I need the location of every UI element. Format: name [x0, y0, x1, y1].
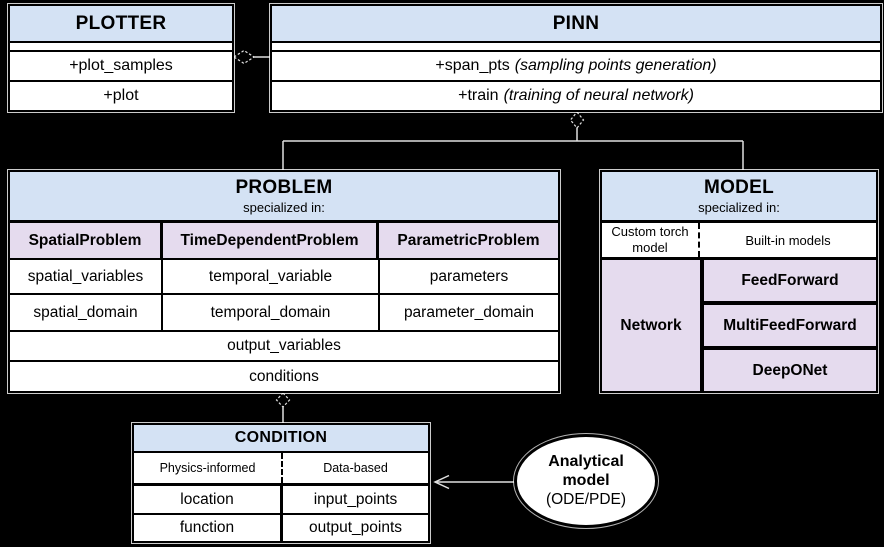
condition-category-row: Physics-informed Data-based	[134, 453, 428, 486]
attr-temporal-variable: temporal_variable	[163, 260, 380, 293]
problem-class-box: PROBLEM specialized in: SpatialProblem T…	[8, 170, 560, 393]
pinn-method-name: +span_pts	[435, 57, 510, 74]
pinn-class-box: PINN +span_pts (sampling points generati…	[270, 4, 882, 112]
pinn-method-note: (training of neural network)	[503, 87, 694, 104]
aggregation-diamond-pinn	[569, 111, 585, 129]
aggregation-diamond-problem	[275, 392, 291, 408]
category-custom-torch-model: Custom torch model	[602, 223, 700, 257]
problem-attr-row: spatial_variables temporal_variable para…	[10, 260, 558, 295]
attr-output-variables: output_variables	[10, 332, 558, 362]
subclass-spatial-problem: SpatialProblem	[10, 223, 163, 258]
analytical-model-line: model	[562, 471, 610, 489]
builtin-models-column: FeedForward MultiFeedForward DeepONet	[704, 260, 876, 391]
subclass-time-dependent-problem: TimeDependentProblem	[163, 223, 379, 258]
attr-spatial-domain: spatial_domain	[10, 295, 163, 330]
attr-spatial-variables: spatial_variables	[10, 260, 163, 293]
model-implementations: Network FeedForward MultiFeedForward Dee…	[602, 260, 876, 391]
model-subtitle: specialized in:	[698, 200, 780, 215]
plotter-title: PLOTTER	[10, 6, 232, 43]
pinn-title: PINN	[272, 6, 880, 43]
impl-deeponet: DeepONet	[704, 350, 876, 391]
condition-class-box: CONDITION Physics-informed Data-based lo…	[132, 423, 430, 543]
problem-header: PROBLEM specialized in:	[10, 172, 558, 223]
plotter-class-box: PLOTTER +plot_samples +plot	[8, 4, 234, 112]
problem-attr-row: spatial_domain temporal_domain parameter…	[10, 295, 558, 332]
pinn-method-note: (sampling points generation)	[514, 57, 717, 74]
model-title: MODEL	[703, 177, 775, 198]
pinn-method-row: +span_pts (sampling points generation)	[272, 52, 880, 82]
plotter-empty-compartment	[10, 43, 232, 52]
plotter-method-row: +plot_samples	[10, 52, 232, 82]
condition-attr-row: location input_points	[134, 486, 428, 515]
pinn-empty-compartment	[272, 43, 880, 52]
attr-function: function	[134, 515, 283, 541]
impl-feedforward: FeedForward	[704, 260, 876, 301]
open-arrowhead-icon	[433, 474, 450, 490]
model-category-row: Custom torch model Built-in models	[602, 223, 876, 260]
attr-parameters: parameters	[429, 267, 509, 285]
attr-output-points: output_points	[308, 519, 403, 536]
impl-multifeedforward: MultiFeedForward	[704, 305, 876, 346]
pinn-method-name: +train	[458, 87, 499, 104]
model-header: MODEL specialized in:	[602, 172, 876, 223]
condition-attr-row: function output_points	[134, 515, 428, 541]
category-physics-informed: Physics-informed	[134, 453, 283, 483]
category-data-based: Data-based	[323, 461, 388, 475]
aggregation-diamond-plotter	[232, 49, 256, 65]
analytical-model-line: Analytical	[548, 452, 624, 470]
attr-input-points: input_points	[313, 490, 398, 508]
pinn-method-row: +train (training of neural network)	[272, 82, 880, 110]
analytical-model-ellipse: Analytical model (ODE/PDE)	[514, 434, 658, 528]
problem-subtitle: specialized in:	[243, 200, 325, 215]
attr-conditions: conditions	[10, 362, 558, 391]
attr-parameter-domain: parameter_domain	[403, 303, 535, 321]
analytical-model-line: (ODE/PDE)	[545, 490, 627, 508]
attr-temporal-domain: temporal_domain	[163, 295, 380, 330]
model-class-box: MODEL specialized in: Custom torch model…	[600, 170, 878, 393]
condition-title: CONDITION	[134, 425, 428, 453]
plotter-method-row: +plot	[10, 82, 232, 110]
category-built-in-models: Built-in models	[745, 232, 831, 248]
subclass-parametric-problem: ParametricProblem	[379, 223, 558, 258]
impl-network: Network	[602, 260, 700, 391]
problem-title: PROBLEM	[235, 177, 333, 198]
problem-subclass-row: SpatialProblem TimeDependentProblem Para…	[10, 223, 558, 260]
attr-location: location	[134, 486, 283, 513]
